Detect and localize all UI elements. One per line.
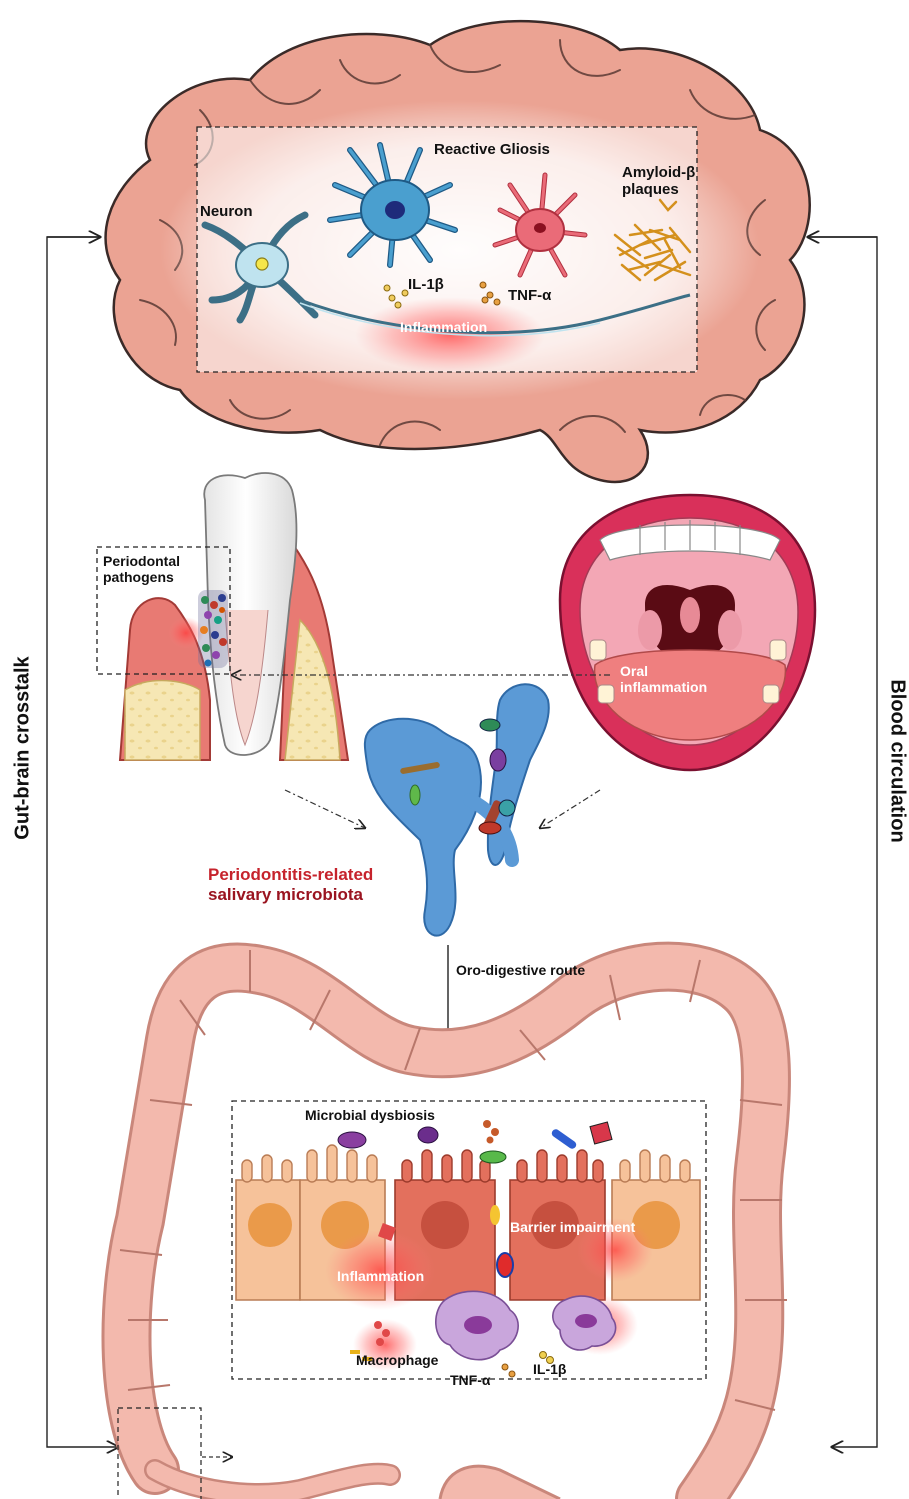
brain-illustration: [106, 21, 810, 482]
label-brain-il1b: IL-1β: [408, 276, 444, 293]
label-reactive-gliosis: Reactive Gliosis: [434, 141, 550, 158]
label-amyloid-line2: plaques: [622, 181, 679, 198]
label-microbial-dysbiosis: Microbial dysbiosis: [305, 1107, 435, 1123]
label-periodontal-line1: Periodontal: [103, 553, 180, 569]
label-gut-brain-crosstalk: Gut-brain crosstalk: [12, 656, 35, 839]
alveolar-bone: [125, 681, 200, 760]
periodontal-bacteria: [198, 590, 228, 668]
label-neuron: Neuron: [200, 203, 253, 220]
label-blood-circulation: Blood circulation: [886, 679, 909, 842]
tooth-illustration: [97, 473, 348, 760]
label-brain-tnfa: TNF-α: [508, 287, 551, 304]
label-amyloid-line1: Amyloid-β: [622, 164, 695, 181]
label-macrophage: Macrophage: [356, 1352, 438, 1368]
open-mouth-illustration: [560, 495, 815, 770]
label-periodontal-line2: pathogens: [103, 569, 174, 585]
label-oral-line1: Oral: [620, 663, 648, 679]
label-saliva-line2: salivary microbiota: [208, 885, 363, 904]
label-oral-inflammation: Oral inflammation: [620, 663, 707, 695]
label-amyloid: Amyloid-β plaques: [622, 164, 695, 199]
label-barrier-impairment: Barrier impairment: [510, 1219, 635, 1235]
label-gut-tnfa: TNF-α: [450, 1372, 490, 1388]
circulation-loop: [808, 237, 877, 1447]
intestine-illustration: [118, 950, 787, 1499]
label-brain-inflammation: Inflammation: [400, 319, 487, 335]
label-gut-inflammation: Inflammation: [337, 1268, 424, 1284]
label-oro-digestive-route: Oro-digestive route: [456, 962, 585, 978]
label-periodontal: Periodontal pathogens: [103, 553, 180, 585]
label-saliva-line1: Periodontitis-related: [208, 865, 373, 884]
label-oral-line2: inflammation: [620, 679, 707, 695]
saliva-drop: [365, 684, 549, 935]
label-salivary-microbiota: Periodontitis-related salivary microbiot…: [208, 865, 373, 906]
label-gut-il1b: IL-1β: [533, 1361, 566, 1377]
